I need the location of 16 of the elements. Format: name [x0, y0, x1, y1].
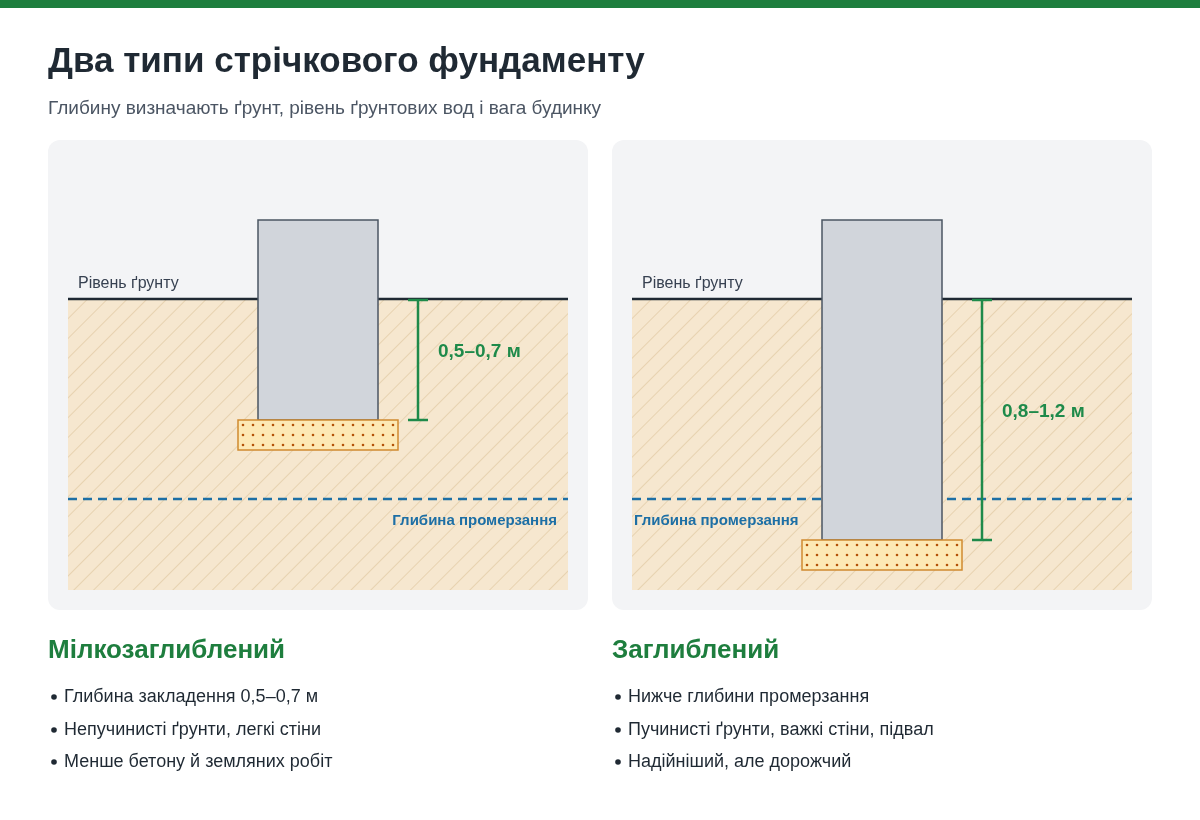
bullet-item: Надійніший, але дорожчий [628, 750, 853, 773]
depth-label: 0,8–1,2 м [1002, 400, 1085, 422]
section-heading: Мілкозаглиблений [48, 634, 286, 665]
ground-level-label: Рівень ґрунту [78, 274, 179, 292]
bullet-item: Непучинисті ґрунти, легкі стіни [64, 717, 323, 741]
bullet-item: Пучинисті ґрунти, важкі стіни, підвал [628, 717, 934, 741]
depth-label: 0,5–0,7 м [438, 340, 521, 362]
section-heading: Заглиблений [612, 634, 780, 665]
bullet-item: Глибина закладення 0,5–0,7 м [64, 685, 320, 708]
ground-level-label: Рівень ґрунту [642, 274, 743, 292]
subtitle: Глибину визначають ґрунт, рівень ґрунтових вод і вага будинку [48, 97, 602, 119]
frost-depth-label: Глибина промерзання [634, 511, 799, 528]
bullet-item: Менше бетону й земляних робіт [64, 750, 333, 773]
bullet-item: Нижче глибини промерзання [628, 685, 871, 708]
title: Два типи стрічкового фундаменту [48, 40, 645, 80]
frost-depth-label: Глибина промерзання [392, 511, 557, 528]
